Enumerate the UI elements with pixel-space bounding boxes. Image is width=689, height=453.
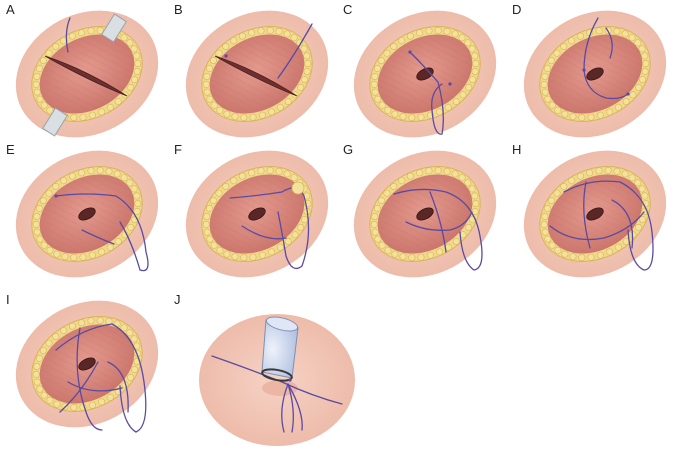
suture-thread	[65, 17, 71, 53]
panel-a-illustration	[15, 10, 159, 138]
panel-label-a: A	[6, 2, 15, 17]
suture-thread	[563, 180, 654, 271]
fascial-opening	[586, 67, 604, 81]
fascial-opening	[416, 67, 434, 81]
suture-thread	[67, 381, 123, 392]
suture-thread	[611, 199, 634, 249]
incision-slit	[44, 55, 128, 97]
suture-thread	[55, 193, 149, 272]
suture-thread	[429, 191, 447, 253]
panel-h-illustration	[523, 150, 667, 278]
panel-f-illustration	[185, 150, 329, 278]
retractor-top	[101, 13, 127, 43]
suture-thread	[405, 211, 473, 231]
panel-label-b: B	[174, 2, 183, 17]
suture-thread	[81, 229, 115, 245]
suture-knot	[288, 378, 292, 382]
panel-label-j: J	[174, 292, 181, 307]
suture-thread	[55, 323, 147, 433]
suture-knot	[448, 82, 452, 86]
fascial-opening	[248, 207, 266, 221]
suture-thread	[583, 17, 629, 100]
suture-knot	[54, 194, 58, 198]
suture-knot	[626, 92, 630, 96]
panel-j-illustration	[199, 314, 355, 446]
suture-thread	[287, 383, 294, 433]
panel-label-e: E	[6, 142, 15, 157]
panel-label-i: I	[6, 292, 10, 307]
suture-thread	[605, 27, 613, 59]
suture-thread	[287, 383, 303, 431]
suture-thread	[393, 188, 483, 271]
suture-thread	[583, 181, 591, 249]
panel-g-illustration	[353, 150, 497, 278]
panel-label-f: F	[174, 142, 182, 157]
suture-thread	[107, 361, 129, 413]
suture-knot	[408, 50, 412, 54]
panel-e-illustration	[15, 150, 159, 278]
drainage-tube	[261, 316, 299, 382]
incision-slit	[214, 55, 298, 97]
suture-thread	[229, 187, 310, 270]
retractor-bottom	[42, 107, 68, 137]
fascial-opening	[416, 207, 434, 221]
suture-thread	[59, 361, 99, 413]
fascial-opening	[586, 207, 604, 221]
suture-thread	[409, 51, 444, 135]
panel-label-h: H	[512, 142, 522, 157]
suture-knot	[224, 54, 228, 58]
panel-label-d: D	[512, 2, 522, 17]
panel-b-illustration	[185, 10, 329, 138]
suture-thread	[241, 225, 287, 240]
suture-thread	[281, 383, 289, 433]
panel-label-g: G	[343, 142, 354, 157]
suture-knot	[582, 68, 586, 72]
suture-thread	[549, 211, 645, 241]
tie-ring	[261, 368, 293, 382]
panel-d-illustration	[523, 10, 667, 138]
panel-c-illustration	[353, 10, 497, 138]
suture-thread	[76, 327, 103, 431]
panel-label-c: C	[343, 2, 353, 17]
fascial-opening	[78, 357, 96, 371]
panel-i-illustration	[15, 300, 159, 433]
fascial-opening	[78, 207, 96, 221]
suture-thread	[277, 23, 313, 79]
